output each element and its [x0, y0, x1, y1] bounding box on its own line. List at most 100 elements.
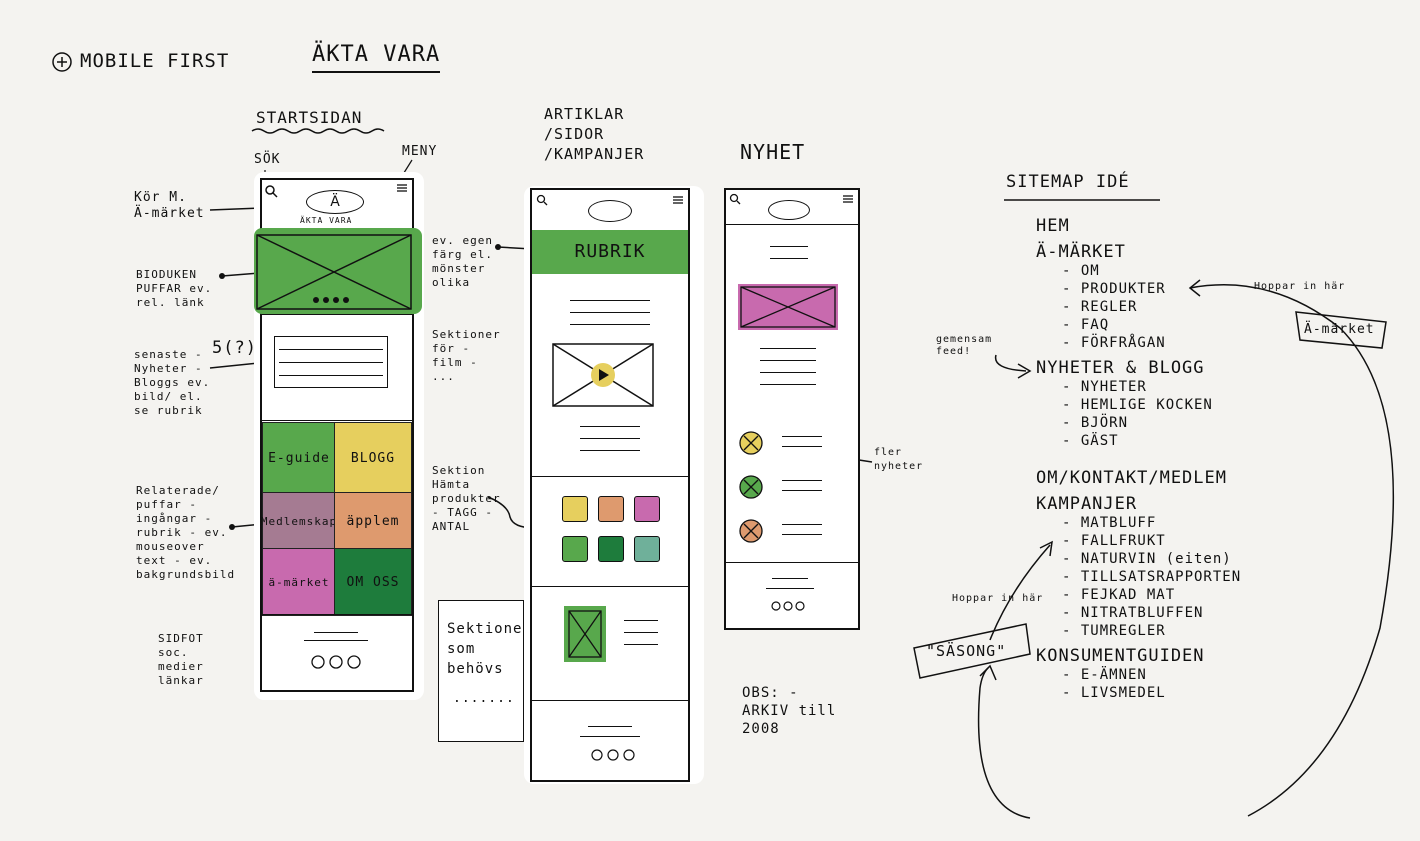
sitemap-child: - PRODUKTER	[1036, 280, 1296, 298]
menu-icon[interactable]	[842, 193, 854, 205]
tile-blogg[interactable]: BLOGG	[334, 422, 412, 494]
search-icon[interactable]	[729, 193, 741, 205]
footer-line	[314, 632, 358, 633]
text-line	[760, 348, 816, 349]
sitemap-child-label: BJÖRN	[1080, 415, 1129, 431]
annotation-hoppar-in: Hoppar in här	[1254, 281, 1346, 292]
sitemap-child: - NYHETER	[1036, 378, 1296, 396]
tile-eguide[interactable]: E-guide	[262, 422, 336, 494]
social-icons[interactable]	[590, 748, 638, 762]
sitemap-section: KONSUMENTGUIDEN	[1036, 646, 1205, 666]
product-thumbnail[interactable]	[562, 536, 588, 562]
sitemap-child-label: FEJKAD MAT	[1080, 587, 1176, 603]
text-line	[770, 258, 808, 259]
product-thumbnail[interactable]	[634, 496, 660, 522]
annotation-fler-nyheter: fler nyheter	[874, 447, 924, 472]
annotation-obs: OBS: - ARKIV till 2008	[742, 685, 837, 737]
social-icons[interactable]	[770, 600, 810, 612]
menu-icon[interactable]	[396, 182, 408, 194]
sitemap-title: SITEMAP IDÉ	[1006, 172, 1130, 192]
sitemap-child: - TUMREGLER	[1036, 622, 1296, 640]
text-line	[782, 446, 822, 447]
text-line	[580, 438, 640, 439]
article-image-placeholder[interactable]	[568, 610, 602, 658]
news-thumbnail-icon[interactable]	[738, 518, 764, 544]
logo[interactable]: Ä	[306, 190, 364, 214]
meny-label: MENY	[402, 144, 438, 159]
tile-amarket[interactable]: ä-märket	[262, 548, 336, 616]
text-line	[580, 450, 640, 451]
annotation-senaste-count: 5(?)	[212, 338, 257, 358]
dash: -	[1062, 433, 1081, 449]
dash: -	[1062, 515, 1081, 531]
hero-image-placeholder[interactable]	[256, 234, 412, 310]
product-thumbnail[interactable]	[562, 496, 588, 522]
dash: -	[1062, 263, 1081, 279]
search-icon[interactable]	[264, 184, 278, 198]
news-thumbnail-icon[interactable]	[738, 430, 764, 456]
dash: -	[1062, 299, 1081, 315]
video-placeholder[interactable]	[552, 340, 656, 410]
dash: -	[1062, 415, 1081, 431]
sitemap-child-label: GÄST	[1080, 433, 1119, 449]
annotation-gemensam-feed: gemensam feed!	[936, 334, 993, 357]
menu-icon[interactable]	[672, 194, 684, 206]
annotation-relaterade: Relaterade/ puffar - ingångar - rubrik -…	[136, 484, 236, 581]
sitemap-child: - TILLSATSRAPPORTEN	[1036, 568, 1296, 586]
mobile-first-label: MOBILE FIRST	[80, 50, 230, 72]
product-thumbnail[interactable]	[634, 536, 660, 562]
sitemap-child-label: HEMLIGE KOCKEN	[1080, 397, 1213, 413]
annotation-sektioner-for: Sektioner för - film - ...	[432, 328, 501, 383]
text-line	[624, 620, 658, 621]
sitemap-child-label: NYHETER	[1080, 379, 1147, 395]
news-list-box[interactable]	[274, 336, 388, 388]
sitemap-child-label: MATBLUFF	[1080, 515, 1157, 531]
text-line	[624, 644, 658, 645]
sitemap-child-label: LIVSMEDEL	[1080, 685, 1166, 701]
more-news-list	[736, 430, 846, 550]
sitemap-child-label: NITRATBLUFFEN	[1080, 605, 1204, 621]
sitemap-child-label: FÖRFRÅGAN	[1080, 335, 1166, 351]
logo[interactable]	[768, 200, 810, 220]
text-line	[760, 360, 816, 361]
dash: -	[1062, 623, 1081, 639]
text-line	[570, 324, 650, 325]
sitemap-child-label: REGLER	[1080, 299, 1138, 315]
logo[interactable]	[588, 200, 632, 222]
text-line	[570, 312, 650, 313]
tile-om-oss[interactable]: OM OSS	[334, 548, 412, 616]
search-icon[interactable]	[536, 194, 548, 206]
sitemap-section: KAMPANJER	[1036, 494, 1138, 514]
dash: -	[1062, 335, 1081, 351]
footer-line	[580, 736, 640, 737]
sitemap-child: - GÄST	[1036, 432, 1296, 450]
tile-applem[interactable]: äpplem	[334, 492, 412, 550]
sitemap-section: Ä-MÄRKET	[1036, 242, 1126, 262]
sitemap-child: - MATBLUFF	[1036, 514, 1296, 532]
sitemap-child: - OM	[1036, 262, 1296, 280]
sasong-label: "SÄSONG"	[926, 642, 1007, 660]
sitemap-child-label: FAQ	[1080, 317, 1110, 333]
news-thumbnail-icon[interactable]	[738, 474, 764, 500]
sitemap-child: - FÖRFRÅGAN	[1036, 334, 1296, 352]
news-image-placeholder[interactable]	[740, 286, 836, 328]
sitemap-child-label: E-ÄMNEN	[1080, 667, 1147, 683]
product-thumbnail[interactable]	[598, 536, 624, 562]
logo-letter: Ä	[330, 194, 340, 210]
social-icons[interactable]	[310, 654, 370, 670]
product-thumbnail[interactable]	[598, 496, 624, 522]
rubrik-banner: RUBRIK	[532, 230, 688, 274]
dash: -	[1062, 397, 1081, 413]
dash: -	[1062, 551, 1081, 567]
sektioner-box: Sektioner som behövs .......	[438, 600, 531, 742]
tile-medlemskap[interactable]: Medlemskap	[261, 492, 336, 550]
footer-line	[304, 640, 368, 641]
sitemap-child: - LIVSMEDEL	[1036, 684, 1296, 702]
text-line	[770, 246, 808, 247]
annotation-hoppar-in-2: Hoppar in här	[952, 593, 1044, 604]
dash: -	[1062, 667, 1081, 683]
annotation-egen-farg: ev. egen färg el. mönster olika	[432, 234, 493, 289]
sitemap-section: NYHETER & BLOGG	[1036, 358, 1205, 378]
text-line	[760, 372, 816, 373]
